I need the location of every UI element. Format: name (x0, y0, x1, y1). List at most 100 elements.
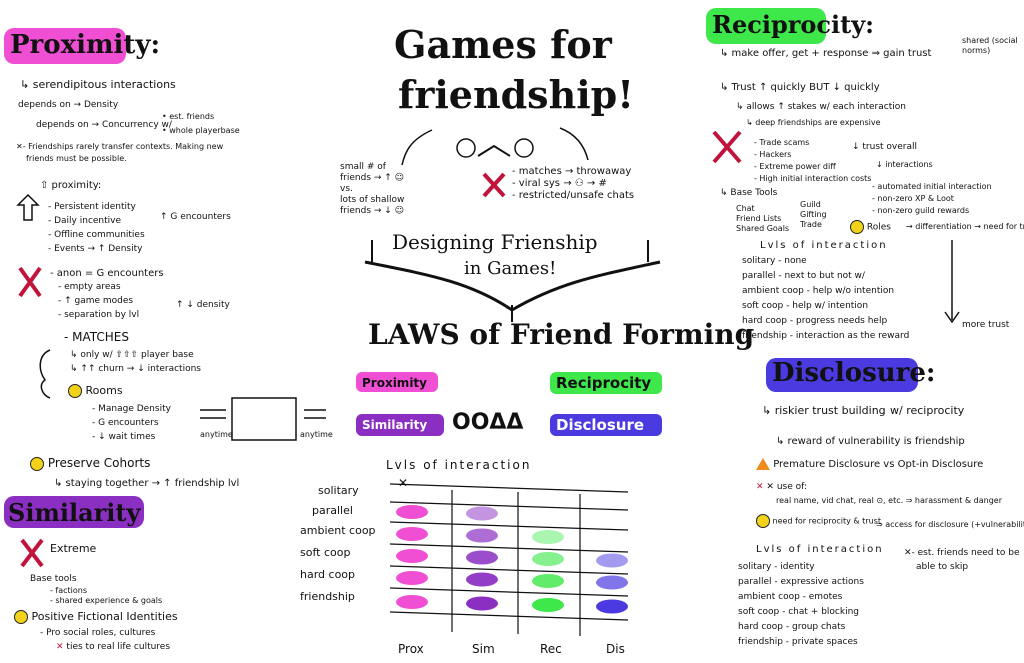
proximity-line: ↳ serendipitous interactions (20, 78, 176, 91)
matrix-dots (396, 505, 628, 614)
similarity-line: ✕ ties to real life cultures (56, 642, 171, 652)
reciprocity-line: - Hackers (754, 150, 792, 159)
lightbulb-icon (30, 456, 44, 471)
disclosure-line: ↳ reward of vulnerability is friendship (776, 436, 965, 447)
similarity-line: Base tools (30, 574, 77, 584)
proximity-line: anytime (300, 430, 333, 439)
reciprocity-highlight (706, 8, 826, 44)
reciprocity-line: - automated initial interaction (872, 182, 992, 191)
disclosure-line: able to skip (916, 562, 969, 572)
similarity-heading: Similarity (8, 498, 141, 527)
proximity-line: ⇧ proximity: (40, 180, 102, 191)
proximity-line: ✕- Friendships rarely transfer contexts.… (16, 142, 224, 151)
disclosure-reciprocity: need for reciprocity & trust (756, 514, 881, 528)
similarity-identities: Positive Fictional Identities (14, 610, 178, 624)
proximity-line: anytime (200, 430, 233, 439)
matrix-col-prox: Prox (398, 642, 424, 656)
reciprocity-line: - Extreme power diff (754, 162, 836, 171)
proximity-line: - G encounters (92, 418, 159, 428)
reciprocity-line: Guild (800, 200, 821, 209)
matrix-dot-similarity (466, 528, 498, 543)
laws-similarity: Similarity (362, 418, 428, 432)
matrix-col-rec: Rec (540, 642, 562, 656)
matrix-dot-reciprocity (532, 574, 564, 588)
warning-icon (756, 458, 770, 470)
designing-line-1: Designing Frienship (392, 230, 598, 254)
disclosure-line: ⇒ access for disclosure (+vulnerability) (876, 520, 1024, 529)
similarity-line: - shared experience & goals (50, 596, 163, 605)
laws-disclosure-highlight (550, 414, 662, 436)
laws-title: LAWS of Friend Forming (368, 318, 755, 351)
matrix-dot-disclosure (596, 599, 628, 614)
proximity-line: - anon = G encounters (50, 268, 164, 279)
reciprocity-line: ↳ allows ↑ stakes w/ each interaction (736, 102, 906, 112)
matrix-dot-disclosure (596, 575, 628, 590)
reciprocity-levels: solitary - none parallel - next to but n… (742, 256, 910, 341)
proximity-line: friends must be possible. (26, 154, 127, 163)
matrix-row-labels: solitary parallel ambient coop soft coop… (300, 484, 376, 603)
similarity-highlight (4, 496, 144, 528)
disclosure-heading: Disclosure: (772, 358, 936, 388)
proximity-line: - ↑ game modes (58, 296, 134, 306)
proximity-heading: Proximity: (10, 30, 161, 60)
disclosure-levels-title: Lvls of interaction (756, 544, 884, 555)
disclosure-line: ↳ riskier trust building (762, 404, 886, 417)
similarity-line: Extreme (50, 542, 97, 555)
proximity-line: • est. friends (162, 112, 215, 121)
matrix-dot-reciprocity (532, 598, 564, 612)
reciprocity-line: Shared Goals (736, 224, 790, 233)
laws-proximity-highlight (356, 372, 438, 392)
laws-disclosure: Disclosure (556, 416, 645, 434)
center-notes-left: small # of friends → ↑ ☺ vs. lots of sha… (340, 162, 405, 216)
matrix-solitary-mark: ✕ (398, 476, 409, 490)
laws-sim-glyphs: OOΔΔ (452, 410, 524, 435)
reciprocity-line: ↳ make offer, get + response ⇒ gain trus… (720, 48, 932, 59)
proximity-rooms: Rooms (68, 384, 123, 398)
reciprocity-line: ↳ Base Tools (720, 188, 778, 198)
reciprocity-line: ↓ trust overall (852, 142, 917, 152)
proximity-line: - MATCHES (64, 330, 130, 344)
reciprocity-line: Friend Lists (736, 214, 782, 223)
reciprocity-line: - non-zero XP & Loot (872, 194, 954, 203)
reciprocity-roles: Roles (850, 220, 891, 234)
reciprocity-line: - Trade scams (754, 138, 810, 147)
disclosure-line: real name, vid chat, real ⊙, etc. ⇒ hara… (776, 496, 1003, 505)
reciprocity-line: Chat (736, 204, 755, 213)
laws-proximity: Proximity (362, 376, 427, 390)
proximity-line: - Offline communities (48, 230, 145, 240)
disclosure-highlight (766, 358, 918, 392)
similarity-line: - Pro social roles, cultures (40, 628, 156, 638)
matrix-dot-reciprocity (532, 552, 564, 566)
proximity-line: depends on → Density (18, 100, 119, 110)
title-line-1: Games for (394, 22, 612, 67)
proximity-line: ↳ only w/ ⇧⇧⇧ player base (70, 350, 194, 360)
matrix-dot-similarity (466, 506, 498, 521)
laws-reciprocity-highlight (550, 372, 662, 394)
matrix-col-dis: Dis (606, 642, 625, 656)
lightbulb-icon (756, 514, 770, 528)
matrix-dot-proximity (396, 527, 428, 541)
proximity-line: - Events → ↑ Density (48, 244, 143, 254)
proximity-line: - separation by lvl (58, 310, 140, 320)
proximity-line: • whole playerbase (162, 126, 240, 135)
lightbulb-icon (14, 610, 28, 624)
matrix-dot-proximity (396, 505, 428, 519)
proximity-line: - Manage Density (92, 404, 171, 414)
proximity-line: - Persistent identity (48, 202, 136, 212)
matrix-dot-similarity (466, 596, 498, 611)
reciprocity-levels-title: Lvls of interaction (760, 240, 888, 251)
proximity-line: ↑ G encounters (160, 212, 231, 222)
lightbulb-icon (68, 384, 82, 398)
matrix-col-sim: Sim (472, 642, 495, 656)
reciprocity-line: shared (social norms) (962, 36, 1018, 55)
reciprocity-line: Gifting (800, 210, 827, 219)
similarity-line: - factions (50, 586, 88, 595)
reciprocity-line: ↳ deep friendships are expensive (746, 118, 881, 127)
proximity-line: - ↓ wait times (92, 432, 156, 442)
matrix-dot-disclosure (596, 553, 628, 568)
disclosure-premature: Premature Disclosure vs Opt-in Disclosur… (756, 458, 983, 471)
reciprocity-heading: Reciprocity: (712, 10, 874, 39)
proximity-cohorts: Preserve Cohorts (30, 456, 150, 471)
matrix-title: Lvls of interaction (386, 458, 532, 472)
laws-similarity-highlight (356, 414, 444, 436)
